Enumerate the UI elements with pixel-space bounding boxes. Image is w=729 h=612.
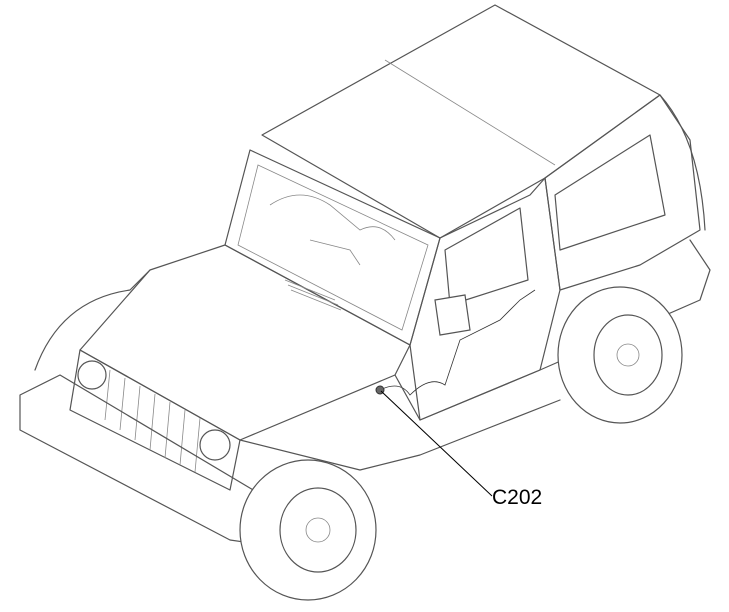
side-mirror: [434, 294, 471, 336]
interior-seats: [269, 194, 396, 241]
front-tire: [239, 459, 377, 601]
door: [409, 177, 561, 421]
door-window: [444, 207, 529, 306]
callout-label-c202: C202: [492, 486, 543, 509]
front-hub: [305, 517, 331, 543]
front-grille: [69, 349, 241, 491]
hardtop-side: [544, 94, 701, 291]
spare-tire: [659, 94, 706, 231]
rear-wheel: [557, 286, 683, 424]
front-wheel: [239, 459, 377, 601]
rear-side-window: [554, 134, 666, 251]
right-headlight: [199, 429, 231, 461]
windshield: [224, 149, 441, 346]
interior-dash: [309, 239, 361, 266]
front-bumper: [19, 374, 271, 546]
left-headlight: [77, 360, 107, 390]
callout-leader-line: [380, 390, 493, 497]
rear-hub: [616, 343, 640, 367]
front-rim: [279, 487, 357, 573]
rear-rim: [593, 314, 663, 396]
roof-seam: [384, 59, 556, 166]
front-left-fender: [34, 269, 151, 371]
hood-vents: [284, 279, 342, 311]
grille-slots: [104, 369, 201, 473]
hood: [79, 244, 411, 441]
rear-tire: [557, 286, 683, 424]
hardtop-roof: [261, 4, 661, 239]
door-wiring-harness: [379, 289, 536, 396]
windshield-glass: [237, 164, 429, 331]
